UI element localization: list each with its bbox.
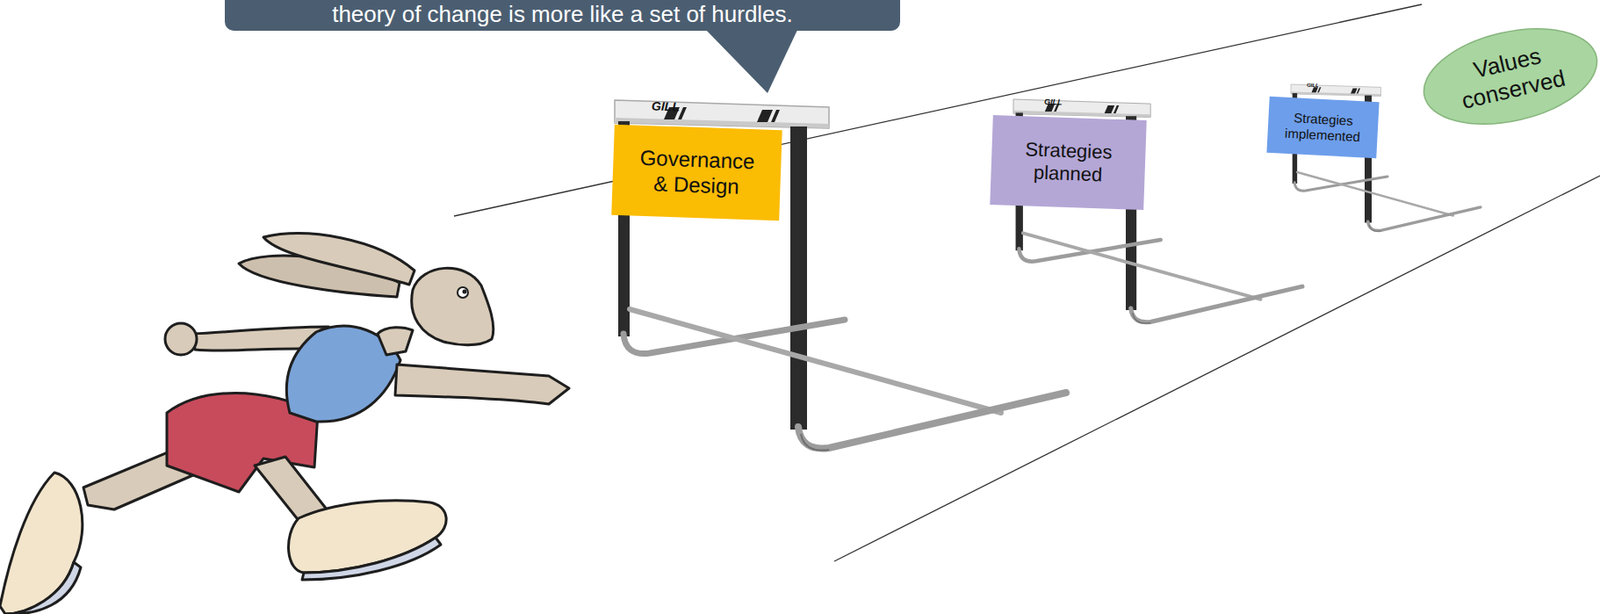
brand-label: GILL xyxy=(1044,97,1063,108)
rabbit-head xyxy=(411,267,494,346)
hurdle-label: Governance & Design xyxy=(611,124,782,222)
brand-label: GILL xyxy=(651,98,680,114)
shoe-sole xyxy=(302,537,441,580)
rabbit-runner xyxy=(0,233,570,614)
rabbit-ear xyxy=(263,233,415,285)
rabbit-neck xyxy=(377,327,413,355)
brand-label: GILL xyxy=(1306,82,1319,88)
speech-bubble: theory of change is more like a set of h… xyxy=(224,0,901,31)
shoe-sole xyxy=(5,562,81,614)
rabbit-shoe xyxy=(288,500,447,573)
node-text: theory of change is more like a set of h… xyxy=(331,0,793,29)
node-text: Strategies planned xyxy=(1001,136,1136,188)
rabbit-pupil xyxy=(462,289,468,295)
hurdle-label: Strategies implemented xyxy=(1266,96,1379,159)
ellipse-shape xyxy=(1414,13,1600,140)
rabbit-fist xyxy=(165,323,197,355)
hurdle-label: Strategies planned xyxy=(989,115,1146,210)
bubble-tail xyxy=(702,26,800,94)
rabbit-arm xyxy=(395,364,570,404)
goal-ellipse: Values conserved xyxy=(1412,11,1600,141)
track-line xyxy=(454,4,1422,217)
rabbit-eye xyxy=(457,287,469,298)
node-text: Strategies implemented xyxy=(1274,108,1372,145)
node-text: Governance & Design xyxy=(629,145,764,201)
track-line xyxy=(834,175,1600,562)
rabbit-shoe xyxy=(0,472,83,614)
